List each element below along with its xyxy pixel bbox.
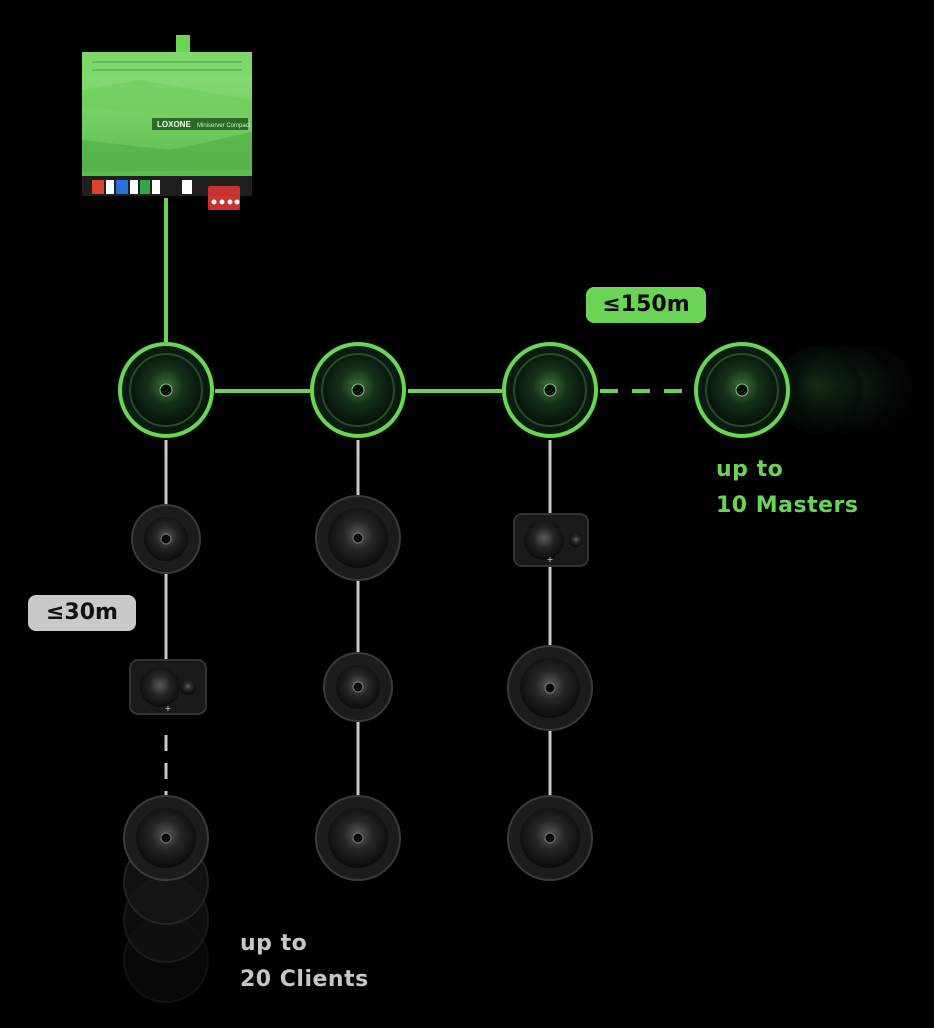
power-terminal: [208, 186, 240, 210]
client-chain-lines: [164, 440, 552, 798]
client-speaker-1-1: [131, 504, 201, 574]
clients-caption-line1: up to: [240, 931, 308, 956]
client-speaker-2-1: [315, 495, 401, 581]
svg-text:+: +: [547, 555, 554, 564]
master-speaker-2: [306, 338, 410, 442]
svg-text:+: +: [165, 704, 172, 713]
device-brand: LOXONE: [157, 120, 191, 129]
client-speaker-3-3: [507, 795, 593, 881]
client-box-speaker-3-1: +: [513, 513, 589, 567]
master-speaker-3: [498, 338, 602, 442]
client-speaker-1-last: [123, 795, 209, 881]
master-distance-badge: ≤150m: [586, 287, 706, 323]
master-bus-lines: [164, 198, 694, 393]
client-speaker-3-2: [507, 645, 593, 731]
clients-caption-line2: 20 Clients: [240, 967, 369, 992]
client-distance-badge: ≤30m: [28, 595, 136, 631]
device-model: Miniserver Compact: [197, 123, 251, 129]
client-speaker-2-3: [315, 795, 401, 881]
miniserver-device: LOXONE Miniserver Compact: [82, 35, 252, 210]
client-speaker-2-2: [323, 652, 393, 722]
master-speaker-4: [690, 338, 794, 442]
masters-caption-line1: up to: [716, 457, 784, 482]
client-box-speaker-1-2: +: [129, 659, 207, 715]
master-speaker-1: [114, 338, 218, 442]
master-ghost-stack: [774, 346, 914, 434]
masters-caption-line2: 10 Masters: [716, 493, 859, 518]
